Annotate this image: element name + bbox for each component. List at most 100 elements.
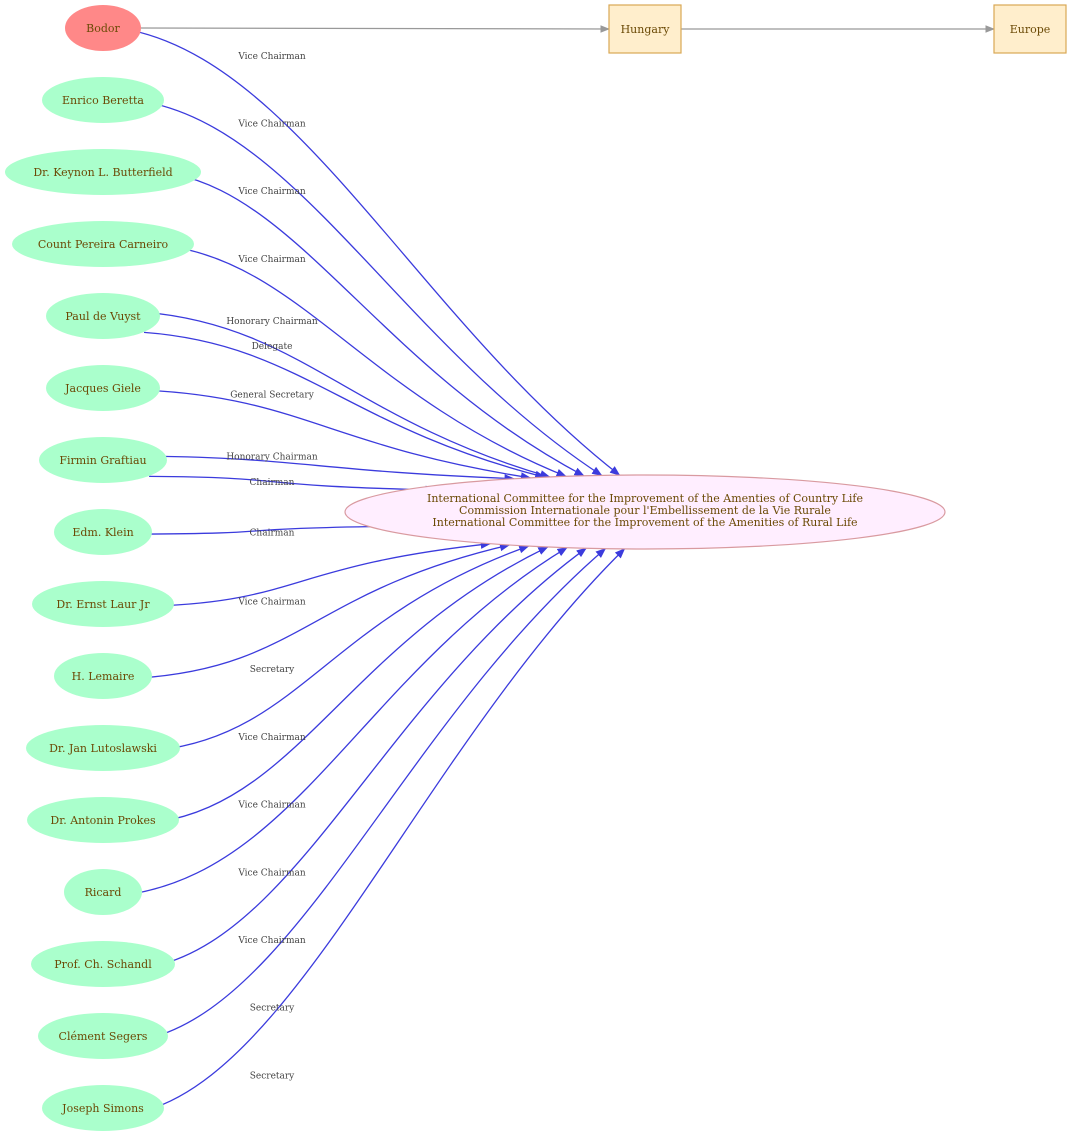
role-edge: [158, 545, 530, 751]
role-edge: [130, 29, 621, 476]
role-edge-label: Vice Chairman: [237, 120, 306, 130]
role-edge: [143, 311, 551, 479]
person-node-label: Dr. Ernst Laur Jr: [56, 598, 150, 611]
location-node-label: Hungary: [621, 23, 671, 36]
location-node-europe[interactable]: Europe: [993, 4, 1067, 54]
person-node-label: Paul de Vuyst: [65, 310, 141, 323]
person-node[interactable]: Prof. Ch. Schandl: [31, 941, 175, 987]
person-node-shape: [42, 1085, 164, 1131]
person-node[interactable]: Dr. Keynon L. Butterfield: [5, 149, 201, 195]
role-edge: [146, 548, 626, 1111]
person-node[interactable]: Bodor: [65, 5, 141, 51]
person-node-shape: [26, 725, 180, 771]
role-edge-label: Delegate: [252, 342, 293, 352]
person-node-shape: [39, 437, 167, 483]
person-node-label: Bodor: [86, 22, 120, 35]
role-edge: [154, 547, 587, 967]
role-edge: [149, 455, 515, 483]
person-node-shape: [32, 581, 174, 627]
role-edge-label: Vice Chairman: [237, 52, 306, 62]
person-node-label: Dr. Keynon L. Butterfield: [33, 166, 172, 179]
person-node-shape: [64, 869, 142, 915]
role-edge-label: Secretary: [250, 1071, 295, 1081]
role-edge-label: General Secretary: [230, 390, 314, 400]
person-node-shape: [54, 653, 152, 699]
location-node-shape: [608, 4, 682, 54]
role-edge: [138, 543, 511, 679]
role-edge-label: Vice Chairman: [237, 868, 306, 878]
role-edge: [149, 475, 437, 494]
role-edge-label: Vice Chairman: [237, 187, 306, 197]
person-node[interactable]: Joseph Simons: [42, 1085, 164, 1131]
person-node[interactable]: Enrico Beretta: [42, 77, 164, 123]
role-edge: [154, 540, 492, 607]
person-node-label: Clément Segers: [59, 1030, 148, 1043]
role-edge: [130, 547, 568, 895]
role-edge-label: Vice Chairman: [237, 936, 306, 946]
person-node-label: Prof. Ch. Schandl: [54, 958, 152, 971]
person-node[interactable]: Edm. Klein: [54, 509, 152, 555]
role-edge: [173, 173, 585, 477]
person-node-label: Edm. Klein: [72, 526, 133, 539]
person-node[interactable]: Paul de Vuyst: [46, 293, 160, 339]
role-edge: [146, 101, 603, 476]
location-node-label: Europe: [1010, 23, 1051, 36]
role-edge-label: Vice Chairman: [237, 801, 306, 811]
person-node[interactable]: Dr. Ernst Laur Jr: [32, 581, 174, 627]
person-node[interactable]: Clément Segers: [38, 1013, 168, 1059]
location-edge: [140, 25, 610, 33]
role-edge-label: Secretary: [250, 665, 295, 675]
role-edge-label: Chairman: [250, 529, 295, 539]
role-edge-label: Secretary: [250, 1004, 295, 1014]
role-edge-label: Chairman: [250, 478, 295, 488]
person-node[interactable]: Dr. Jan Lutoslawski: [26, 725, 180, 771]
person-node-shape: [27, 797, 179, 843]
person-node-shape: [5, 149, 201, 195]
person-node-label: Jacques Giele: [64, 382, 141, 395]
person-node-shape: [42, 77, 164, 123]
person-node[interactable]: Firmin Graftiau: [39, 437, 167, 483]
person-node-shape: [38, 1013, 168, 1059]
person-node-shape: [65, 5, 141, 51]
organization-name-line: International Committee for the Improvem…: [432, 516, 857, 529]
role-edge: [149, 548, 607, 1039]
role-edge-label: Honorary Chairman: [226, 452, 318, 462]
person-node-label: Dr. Jan Lutoslawski: [49, 742, 157, 755]
role-edge: [168, 245, 567, 477]
person-node[interactable]: H. Lemaire: [54, 653, 152, 699]
organization-node[interactable]: International Committee for the Improvem…: [344, 474, 946, 550]
person-node[interactable]: Jacques Giele: [46, 365, 160, 411]
person-node-shape: [12, 221, 194, 267]
person-node-label: Enrico Beretta: [62, 94, 144, 107]
role-edge: [143, 331, 546, 479]
person-node-label: Count Pereira Carneiro: [38, 238, 169, 251]
person-node-label: Ricard: [85, 886, 122, 899]
role-edge-label: Vice Chairman: [237, 733, 306, 743]
person-node-shape: [54, 509, 152, 555]
person-node[interactable]: Count Pereira Carneiro: [12, 221, 194, 267]
person-node-shape: [46, 365, 160, 411]
person-node-label: Firmin Graftiau: [59, 454, 146, 467]
location-node-shape: [993, 4, 1067, 54]
organization-name-line: Commission Internationale pour l'Embelli…: [459, 504, 831, 517]
role-edge-label: Honorary Chairman: [226, 317, 318, 327]
role-edge-label: Vice Chairman: [237, 597, 306, 607]
organization-node-shape: [344, 474, 946, 550]
role-edge: [143, 389, 532, 481]
person-node-shape: [46, 293, 160, 339]
location-node-hungary[interactable]: Hungary: [608, 4, 682, 54]
person-node-label: Dr. Antonin Prokes: [50, 814, 156, 827]
edges-layer: [130, 25, 995, 1111]
person-node-shape: [31, 941, 175, 987]
role-edge-label: Vice Chairman: [237, 255, 306, 265]
person-node-label: Joseph Simons: [61, 1102, 144, 1115]
role-edge: [157, 546, 549, 823]
person-node[interactable]: Dr. Antonin Prokes: [27, 797, 179, 843]
role-edge: [138, 521, 407, 535]
person-node-label: H. Lemaire: [72, 670, 135, 683]
organization-name-line: International Committee for the Improvem…: [427, 492, 863, 505]
person-node[interactable]: Ricard: [64, 869, 142, 915]
